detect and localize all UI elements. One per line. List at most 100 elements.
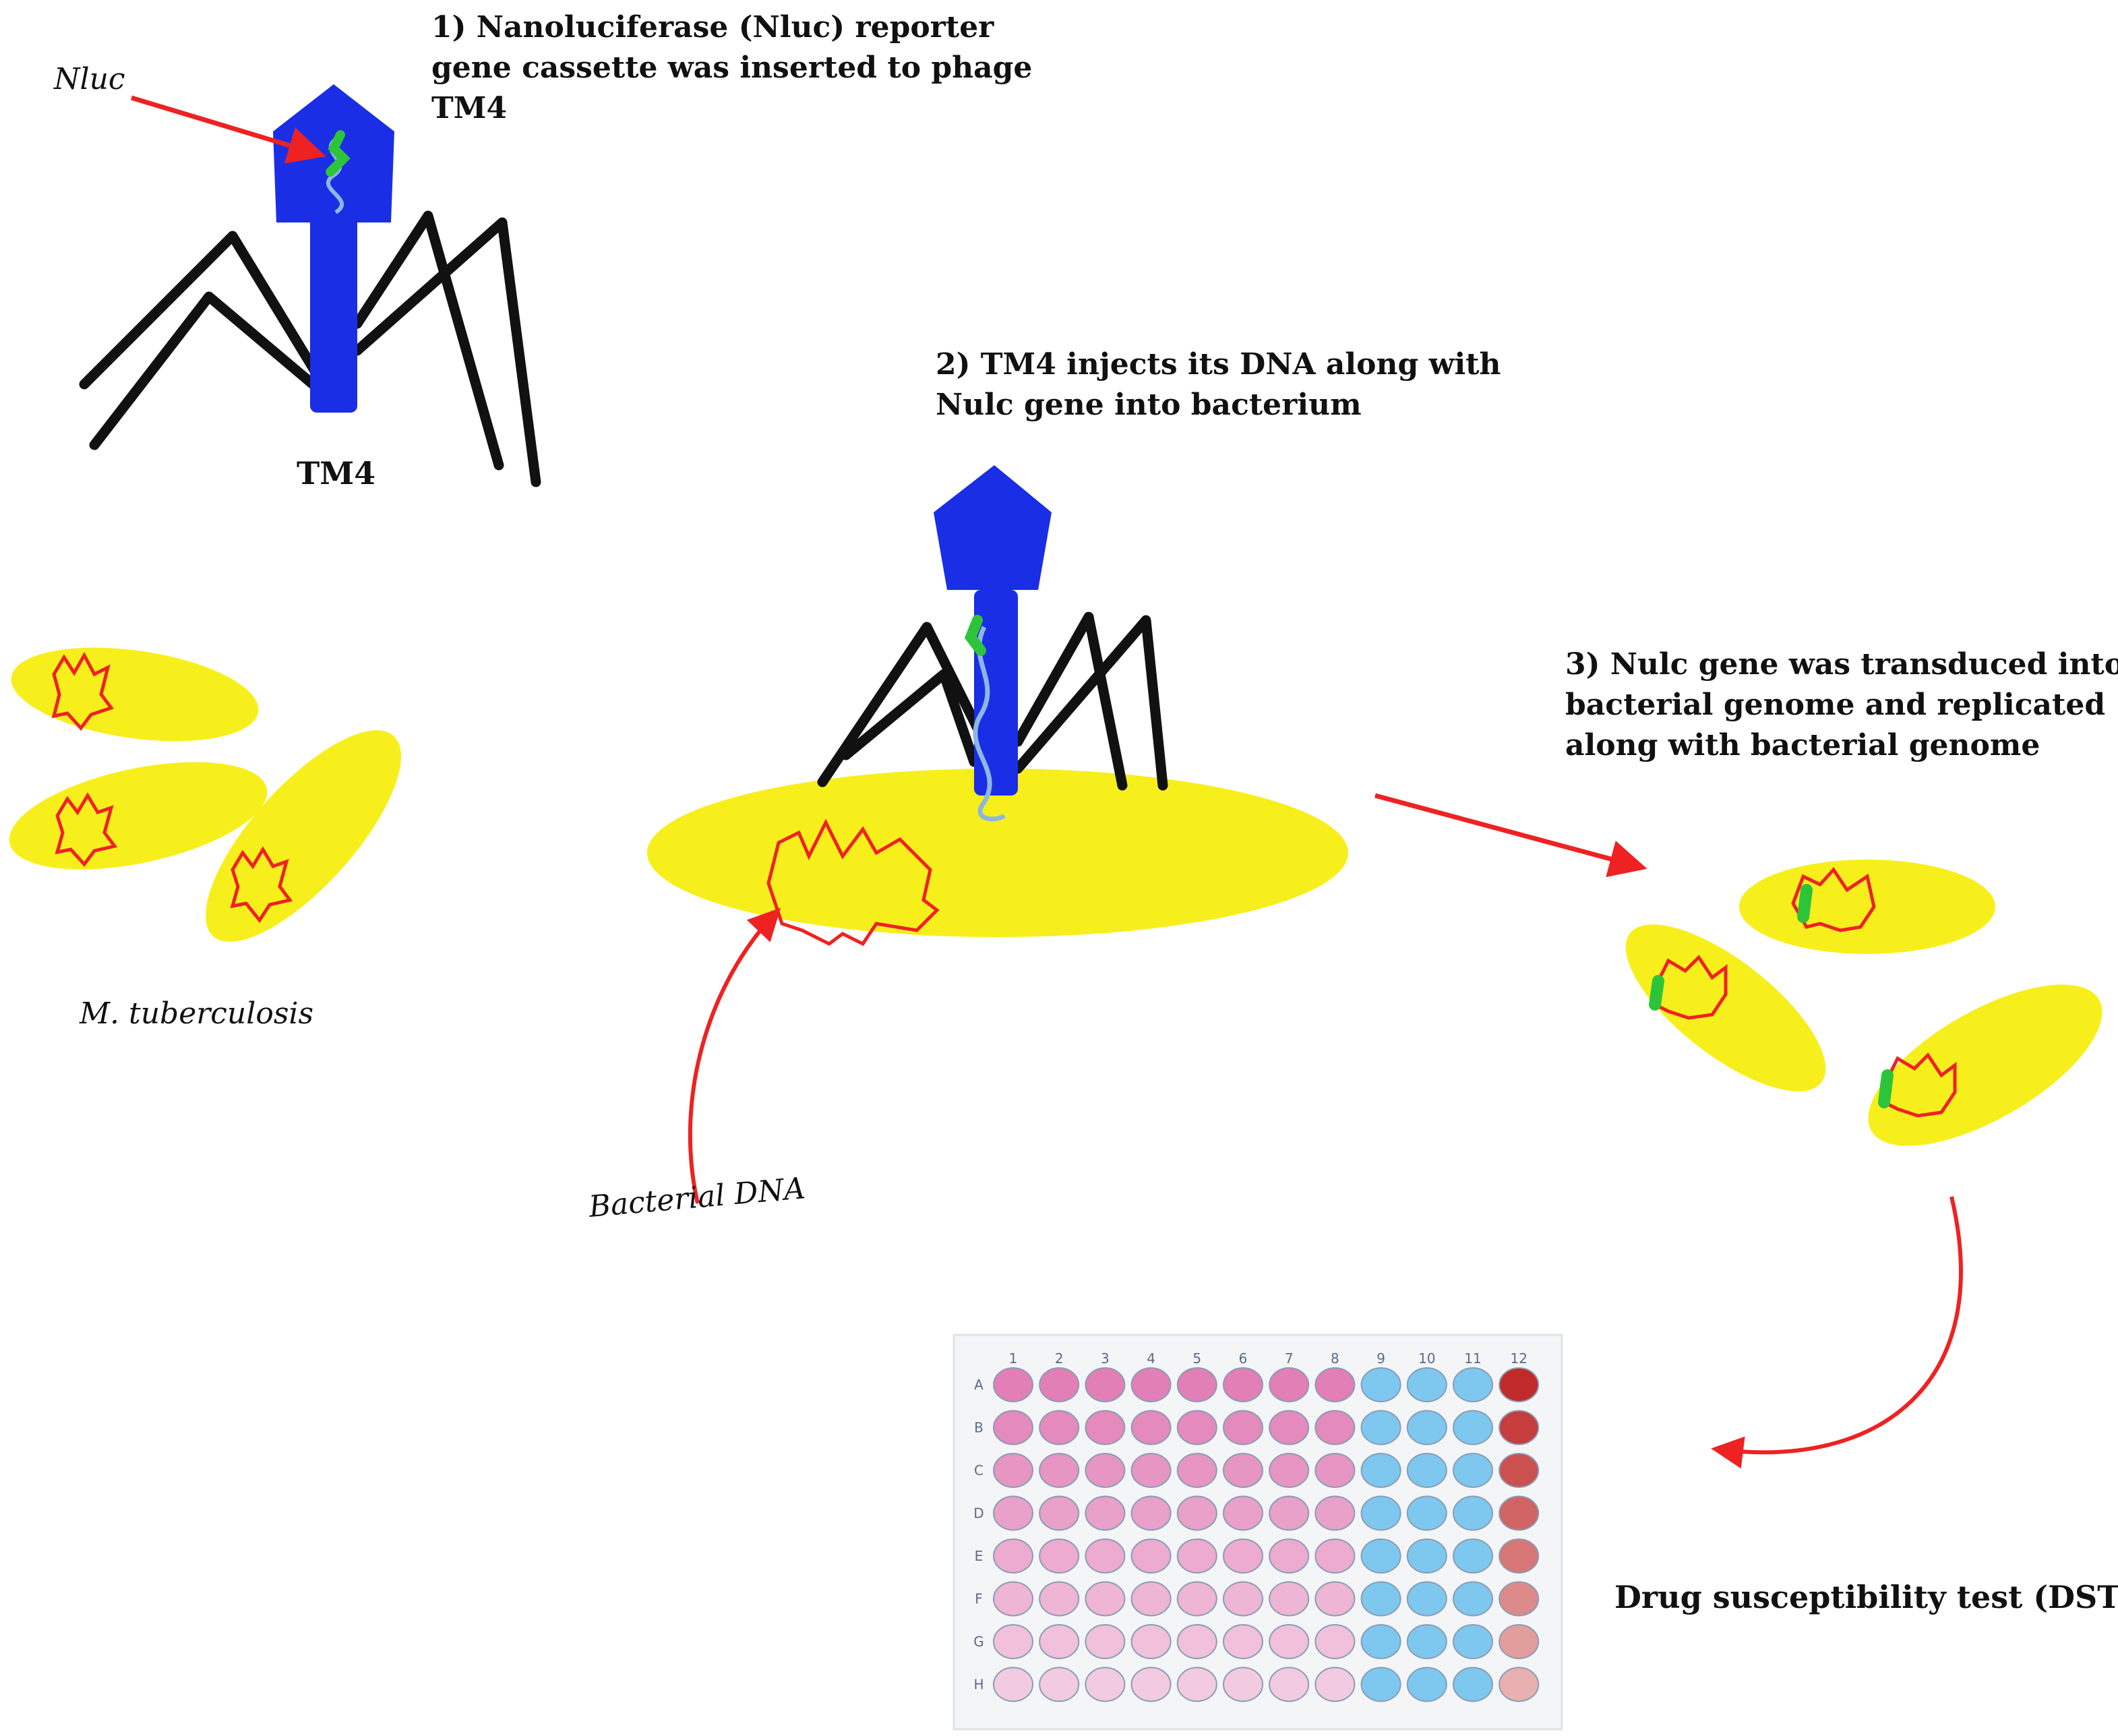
plate-well — [1223, 1410, 1263, 1445]
plate-well — [1039, 1410, 1080, 1445]
plate-well — [1499, 1453, 1540, 1488]
plate-well — [1269, 1581, 1310, 1617]
plate-column-label: 5 — [1192, 1350, 1201, 1367]
bacterium-cell — [206, 730, 401, 942]
plate-well — [993, 1410, 1033, 1445]
plate-column-label: 9 — [1376, 1350, 1385, 1367]
phage-capsid — [934, 465, 1052, 590]
plate-well — [1499, 1581, 1540, 1617]
plate-well — [1269, 1667, 1310, 1702]
plate-well — [993, 1538, 1033, 1574]
plate-column-label: 2 — [1055, 1350, 1064, 1367]
plate-well — [1360, 1367, 1401, 1402]
plate-well — [1130, 1410, 1172, 1445]
plate-well — [1269, 1495, 1310, 1531]
plate-well — [1223, 1495, 1263, 1531]
plate-well — [1314, 1538, 1356, 1574]
plate-well — [1453, 1538, 1493, 1574]
phage-legs — [79, 210, 541, 487]
plate-well — [1039, 1367, 1080, 1402]
phage-legs — [817, 611, 1168, 791]
plate-well — [1085, 1367, 1126, 1402]
phage-tm4-top — [79, 84, 541, 487]
plate-well — [1499, 1624, 1540, 1659]
nluc-gene-icon — [964, 615, 986, 656]
plate-well — [1176, 1581, 1217, 1617]
step3-line1: 3) Nulc gene was transduced into — [1565, 647, 2118, 682]
injected-dna-icon — [973, 626, 1006, 822]
plate-well — [1085, 1538, 1126, 1574]
plate-well — [1269, 1367, 1310, 1402]
plate-well — [1360, 1453, 1401, 1488]
plate-well — [1314, 1367, 1356, 1402]
plate-well — [1453, 1667, 1493, 1702]
plate-well — [1039, 1495, 1080, 1531]
plate-well — [1039, 1581, 1080, 1617]
nluc-gene-icon — [326, 130, 351, 177]
plate-row-label: B — [974, 1420, 984, 1436]
plate-well — [1176, 1624, 1217, 1659]
plate-well — [1269, 1538, 1310, 1574]
plate-wells — [993, 1367, 1540, 1702]
step1-line3: TM4 — [431, 91, 507, 125]
plate-well — [1176, 1495, 1217, 1531]
plate-well — [1176, 1367, 1217, 1402]
plate-well — [1085, 1410, 1126, 1445]
bacterial-dna-icon — [766, 818, 940, 947]
transduced-cell — [1625, 924, 1826, 1091]
plate-column-label: 1 — [1009, 1350, 1018, 1367]
plate-well — [1085, 1667, 1126, 1702]
plate-well — [1314, 1410, 1356, 1445]
plate-well — [1176, 1667, 1217, 1702]
plate-well — [1314, 1453, 1356, 1488]
plate-row-label: A — [974, 1377, 984, 1393]
plate-well — [1453, 1581, 1493, 1617]
plate-row-label: D — [973, 1505, 984, 1522]
step1-caption: 1) Nanoluciferase (Nluc) reporter gene c… — [431, 10, 1032, 125]
plate-well — [1223, 1538, 1263, 1574]
plate-well — [1499, 1410, 1540, 1445]
plate-row-label: G — [973, 1634, 984, 1650]
plate-row-label: F — [975, 1591, 983, 1607]
dst-label: Drug susceptibility test (DST) — [1614, 1579, 2118, 1615]
plate-well — [1269, 1453, 1310, 1488]
phage-label: TM4 — [297, 455, 375, 491]
nluc-arrow — [130, 95, 326, 164]
transduced-cell — [1739, 860, 1995, 954]
plate-well — [1085, 1495, 1126, 1531]
bacterial-dna-arrow — [688, 907, 781, 1204]
plate-well — [1406, 1367, 1447, 1402]
plate-well — [1406, 1453, 1447, 1488]
plate-well — [1130, 1624, 1172, 1659]
plate-well — [1130, 1495, 1172, 1531]
bacterial-dna-label: Bacterial DNA — [587, 1171, 807, 1224]
plate-well — [1453, 1453, 1493, 1488]
plate-well — [1360, 1495, 1401, 1531]
plate-row-label: H — [973, 1677, 984, 1693]
plate-well — [1130, 1538, 1172, 1574]
plate-well — [1085, 1581, 1126, 1617]
plate-well — [1406, 1667, 1447, 1702]
plate-column-label: 12 — [1510, 1350, 1527, 1367]
plate-well — [1453, 1495, 1493, 1531]
plate-well — [1499, 1367, 1540, 1402]
plate-well — [1314, 1667, 1356, 1702]
plate-well — [1085, 1453, 1126, 1488]
plate-well — [1360, 1667, 1401, 1702]
plate-well — [1039, 1667, 1080, 1702]
plate-well — [1223, 1453, 1263, 1488]
plate-well — [993, 1667, 1033, 1702]
step2-caption: 2) TM4 injects its DNA along with Nulc g… — [936, 347, 1501, 422]
plate-well — [1130, 1581, 1172, 1617]
plate-well — [1223, 1581, 1263, 1617]
plate-well — [993, 1624, 1033, 1659]
plate-well — [1176, 1453, 1217, 1488]
plate-well — [1406, 1410, 1447, 1445]
plate-column-label: 7 — [1285, 1350, 1294, 1367]
plate-well — [993, 1453, 1033, 1488]
host-bacterium — [647, 769, 1348, 937]
phage-tail — [310, 202, 357, 413]
plate-well — [1269, 1624, 1310, 1659]
